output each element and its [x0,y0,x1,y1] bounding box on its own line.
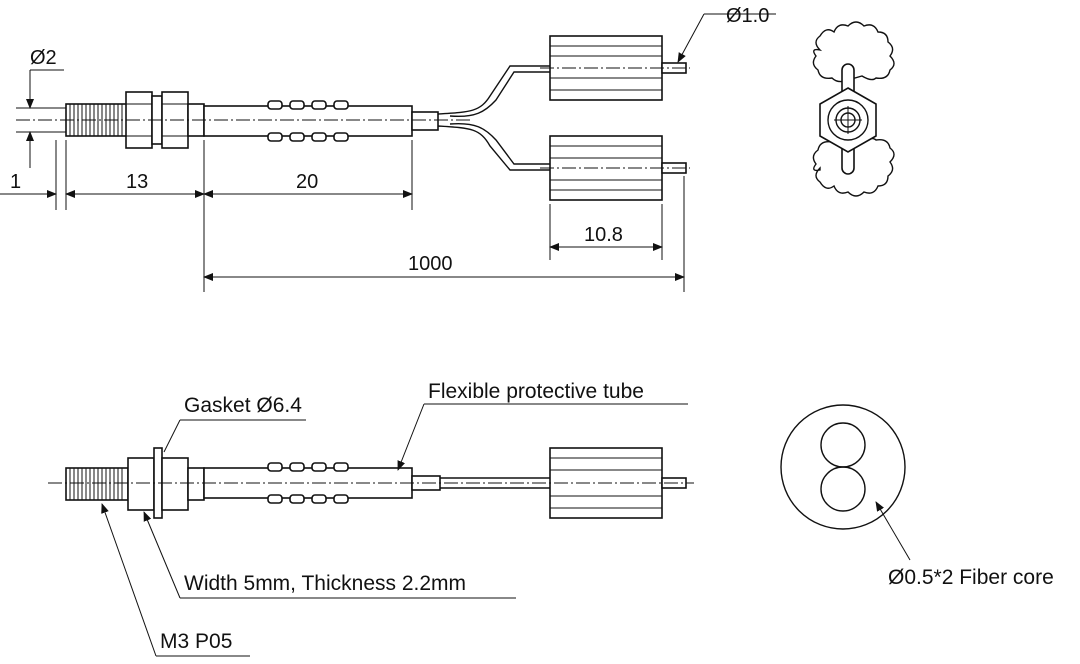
split-fibers-top [437,65,550,171]
end-view [812,21,895,197]
label-tube: Flexible protective tube [397,380,688,471]
dim-20-text: 20 [296,171,318,193]
label-thread-text: M3 P05 [160,630,232,653]
label-thread: M3 P05 [101,503,250,657]
dim-1-text: 1 [10,171,21,193]
label-width: Width 5mm, Thickness 2.2mm [143,511,516,599]
dim-20: 20 [203,171,413,198]
dim-10-8: 10.8 [549,224,663,251]
fiber-core-section: Ø0.5*2 Fiber core [780,404,1054,589]
dim-core-dia-text: Ø2 [30,47,57,69]
label-fiber-core-text: Ø0.5*2 Fiber core [888,566,1054,589]
dim-10-8-text: 10.8 [584,224,623,246]
dim-1000-text: 1000 [408,253,453,275]
dim-1000: 1000 [203,253,685,281]
label-tube-text: Flexible protective tube [428,380,644,403]
dim-fiber-dia-text: Ø1.0 [726,5,769,27]
dim-fiber-diameter: Ø1.0 [677,5,776,63]
label-gasket-text: Gasket Ø6.4 [184,394,302,417]
bottom-view [48,447,694,519]
dim-13: 13 [65,171,205,198]
label-gasket: Gasket Ø6.4 [163,394,306,453]
dim-core-diameter: Ø2 [16,47,66,168]
sleeve-top [203,100,439,142]
top-view: Ø2 Ø1.0 1 13 20 10 [0,5,776,292]
dim-1: 1 [0,171,80,198]
label-width-text: Width 5mm, Thickness 2.2mm [184,572,466,595]
dim-13-text: 13 [126,171,148,193]
